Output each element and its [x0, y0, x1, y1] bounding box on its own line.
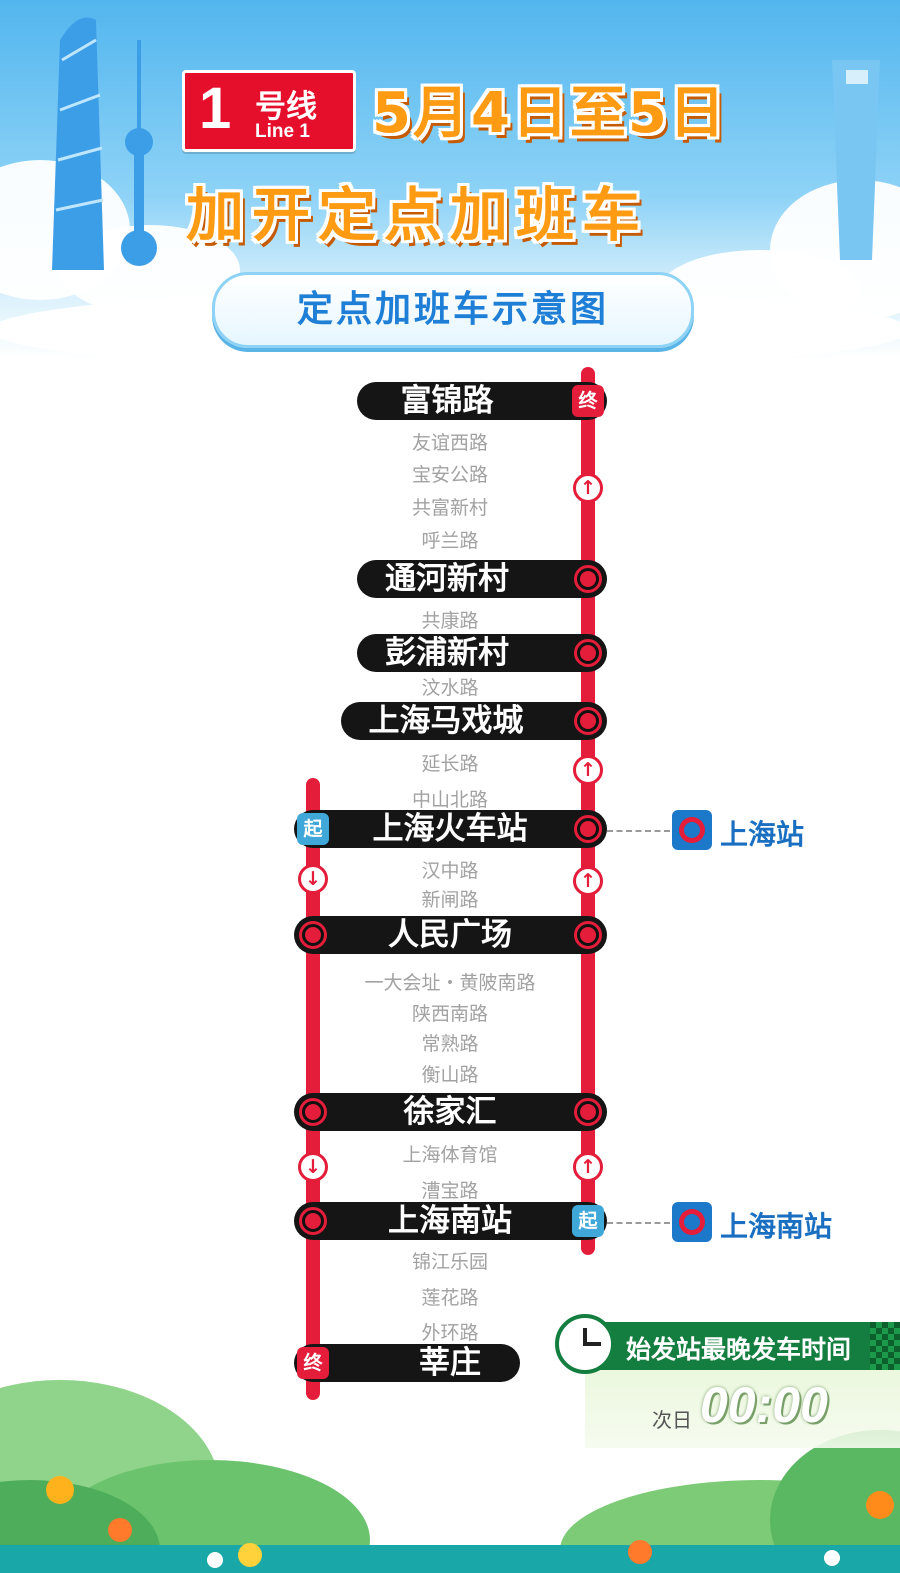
- station-waihuanlu: 外环路: [421, 1322, 479, 1344]
- last-train-next-day: 次日: [652, 1408, 692, 1432]
- station-changshulu: 常熟路: [421, 1033, 479, 1055]
- arrow-up-icon: ↑: [573, 1152, 603, 1182]
- station-bar-shanghaihuochezhan: [294, 810, 607, 848]
- railway-station-icon: [672, 1202, 712, 1242]
- station-pengpuxincun: 彭浦新村: [385, 635, 509, 671]
- line-badge: 1 号线 Line 1: [182, 70, 356, 152]
- station-node: [299, 1098, 327, 1126]
- station-bar-fujinlu: [357, 382, 607, 420]
- station-bar-tonghexincun: [357, 560, 607, 598]
- last-train-header: [600, 1322, 900, 1370]
- station-bar-xujiahui: [294, 1093, 607, 1131]
- station-node: [574, 565, 602, 593]
- station-shanghainanzhan: 上海南站: [388, 1203, 512, 1239]
- station-bar-shanghainanzhan: [294, 1202, 607, 1240]
- station-lianhualu: 莲花路: [421, 1287, 479, 1309]
- line-label-cn: 号线: [255, 89, 317, 125]
- arrow-up-icon: ↑: [573, 755, 603, 785]
- station-node: [574, 707, 602, 735]
- station-shanxinanlu: 陕西南路: [411, 1003, 488, 1025]
- station-node: [574, 1098, 602, 1126]
- station-node: [299, 1207, 327, 1235]
- title-date: 5月4日至5日: [372, 81, 727, 146]
- line-label-en: Line 1: [255, 121, 310, 142]
- station-bar-renminguangchang: [294, 916, 607, 954]
- footer-scenery: [0, 1380, 900, 1573]
- checker-decoration: [870, 1322, 900, 1370]
- station-xinzhuang: 莘庄: [419, 1345, 481, 1381]
- last-train-title: 始发站最晚发车时间: [626, 1335, 852, 1364]
- station-bar-xinzhuang: [294, 1344, 520, 1382]
- railway-station-icon: [672, 810, 712, 850]
- station-fujinlu: 富锦路: [400, 383, 494, 419]
- clock-icon: [555, 1314, 615, 1374]
- arrow-up-icon: ↑: [573, 473, 603, 503]
- station-shanghaihuochezhan: 上海火车站: [372, 811, 528, 847]
- arrow-up-icon: ↑: [573, 866, 603, 896]
- arrow-down-icon: ↓: [298, 1152, 328, 1182]
- station-tonghexincun: 通河新村: [385, 561, 509, 597]
- origin-tag: 起: [572, 1205, 604, 1237]
- station-zhongshanbeilu: 中山北路: [411, 789, 488, 811]
- origin-tag: 起: [297, 813, 329, 845]
- station-node: [574, 921, 602, 949]
- transfer-link: [607, 830, 670, 832]
- station-yanchanglu: 延长路: [421, 753, 479, 775]
- station-baoangonglu: 宝安公路: [411, 464, 488, 486]
- station-shanghaitiyuguan: 上海体育馆: [402, 1144, 498, 1166]
- station-xinwenlu: 新闸路: [421, 889, 479, 911]
- subtitle-text: 定点加班车示意图: [296, 289, 609, 330]
- subtitle-banner: 定点加班车示意图: [212, 272, 694, 348]
- station-hengshanlu: 衡山路: [421, 1064, 479, 1086]
- station-node: [574, 639, 602, 667]
- station-hanzhonglu: 汉中路: [421, 860, 479, 882]
- station-wenshuilu: 汶水路: [421, 677, 479, 699]
- terminus-tag: 终: [297, 1347, 329, 1379]
- station-youyixilu: 友谊西路: [411, 432, 488, 454]
- last-train-time: 00:00: [700, 1377, 828, 1433]
- station-jinjiangleyuan: 锦江乐园: [411, 1251, 488, 1273]
- transfer-link: [607, 1222, 670, 1224]
- station-node: [299, 921, 327, 949]
- station-bar-pengpuxincun: [357, 634, 607, 672]
- arrow-down-icon: ↓: [298, 864, 328, 894]
- line-number: 1: [199, 76, 232, 141]
- station-gongfuxincun: 共富新村: [411, 497, 488, 519]
- station-node: [574, 815, 602, 843]
- page-title: 加开定点加班车: [186, 181, 649, 249]
- station-xujiahui: 徐家汇: [403, 1094, 497, 1130]
- station-hulanlu: 呼兰路: [421, 530, 479, 552]
- railway-shanghainan: 上海南站: [720, 1210, 833, 1243]
- station-shanghaimaxicheng: 上海马戏城: [368, 703, 524, 739]
- station-bar-shanghaimaxicheng: [341, 702, 607, 740]
- terminus-tag: 终: [572, 385, 604, 417]
- railway-shanghai: 上海站: [720, 818, 805, 851]
- station-caobaolu: 漕宝路: [421, 1180, 479, 1202]
- station-gongkanglu: 共康路: [421, 610, 479, 632]
- station-renminguangchang: 人民广场: [388, 917, 512, 953]
- station-yidahuizhi: 一大会址・黄陂南路: [364, 972, 536, 994]
